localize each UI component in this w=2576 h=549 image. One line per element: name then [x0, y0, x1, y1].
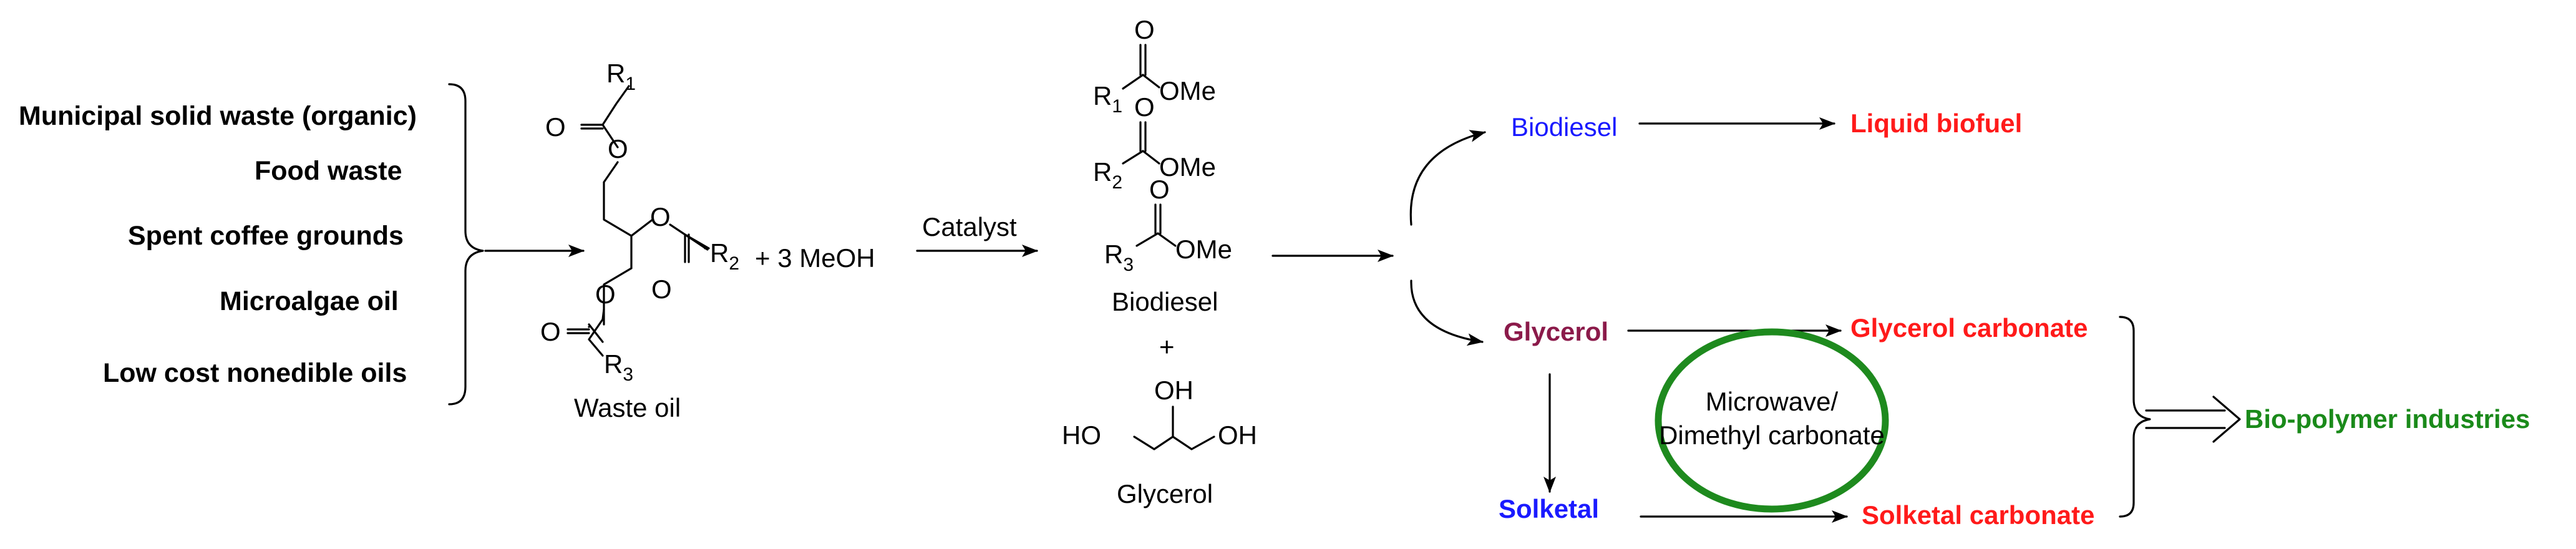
feedstock-list: Municipal solid waste (organic) Food was… [19, 101, 417, 388]
split-arrow-up [1409, 130, 1486, 226]
waste-oil-caption: Waste oil [574, 393, 681, 422]
biodiesel-caption: Biodiesel [1112, 287, 1218, 316]
biodiesel-node: Biodiesel [1511, 112, 1617, 142]
ester1-carbonyl-o: O [1134, 15, 1155, 44]
conditions-ellipse [1655, 328, 1889, 513]
methanol-reagent: + 3 MeOH [755, 243, 875, 273]
biodiesel-structures: O OMe R1 O OMe R2 O OMe R3 Biodiesel [1093, 15, 1232, 316]
glycerol-structure: OH HO OH Glycerol [1062, 376, 1257, 508]
glycerol-carbonate-node: Glycerol carbonate [1850, 313, 2088, 343]
carbonates-brace [2119, 316, 2151, 518]
solketal-carbonate-node: Solketal carbonate [1862, 500, 2094, 530]
source-microalgae: Microalgae oil [220, 286, 399, 316]
source-municipal: Municipal solid waste (organic) [19, 101, 417, 131]
solketal-node: Solketal [1499, 494, 1599, 523]
ester-oxygen-bottom: O [595, 279, 616, 309]
ester-oxygen-mid: O [650, 202, 671, 231]
ester3-carbonyl-o: O [1149, 175, 1170, 204]
ester2-carbonyl-o: O [1134, 92, 1155, 122]
catalyst-label: Catalyst [922, 212, 1017, 241]
ester3-r3: R3 [1104, 240, 1134, 275]
source-food-waste: Food waste [255, 156, 402, 186]
carbonyl-oxygen-bottom: O [540, 317, 561, 346]
glycerol-oh-top: OH [1154, 376, 1193, 405]
triglyceride-structure: O O R1 O O R2 + 3 MeOH O O R3 Waste oil [540, 59, 875, 422]
r3-group: R3 [604, 349, 633, 385]
glycerol-node: Glycerol [1504, 317, 1608, 346]
ester1-ome: OMe [1159, 76, 1216, 105]
ester1-r1: R1 [1093, 81, 1122, 117]
glycerol-caption: Glycerol [1117, 479, 1213, 508]
bio-polymer-node: Bio-polymer industries [2245, 404, 2530, 434]
carbonyl-oxygen-mid: O [651, 274, 672, 304]
feedstock-brace [448, 83, 484, 406]
source-spent-coffee: Spent coffee grounds [128, 221, 404, 251]
glycerol-oh-right: OH [1218, 420, 1257, 450]
carbonyl-oxygen-top: O [545, 112, 566, 142]
liquid-biofuel-node: Liquid biofuel [1850, 109, 2022, 138]
ester-oxygen-top: O [608, 134, 628, 163]
conditions-line-2: Dimethyl carbonate [1659, 420, 1885, 450]
ester3-ome: OMe [1175, 235, 1232, 264]
conditions-line-1: Microwave/ [1706, 387, 1839, 416]
glycerol-ho-left: HO [1062, 420, 1101, 450]
source-nonedible-oils: Low cost nonedible oils [103, 358, 407, 388]
r1-group: R1 [606, 59, 636, 94]
ester2-r2: R2 [1093, 157, 1122, 193]
r2-group: R2 [710, 238, 739, 274]
split-arrow-down [1410, 279, 1484, 346]
ester2-ome: OMe [1159, 152, 1216, 182]
implies-arrow [2145, 396, 2241, 443]
plus-sign: + [1159, 332, 1175, 361]
